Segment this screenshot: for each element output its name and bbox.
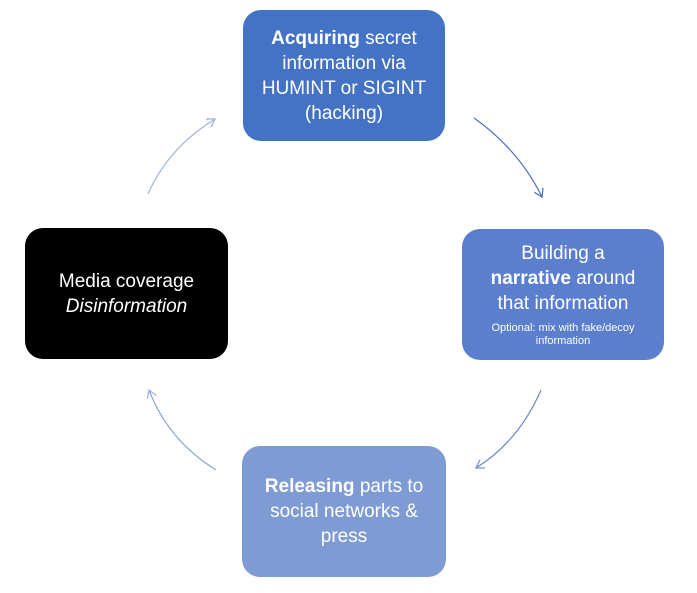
- releasing-rest: parts to: [354, 476, 424, 497]
- arrow-right-to-bottom: [476, 389, 542, 468]
- step-narrative-line2: narrative around: [491, 266, 636, 291]
- note-line2: information: [535, 335, 591, 347]
- arrow-bottom-to-left: [149, 390, 217, 471]
- step-releasing-node: Releasing parts to social networks & pre…: [242, 446, 446, 577]
- step-releasing-line1: Releasing parts to: [265, 474, 423, 499]
- step-media-line2: Disinformation: [66, 294, 187, 319]
- narrative-bold: narrative: [490, 268, 571, 289]
- arrow-top-to-right: [473, 117, 542, 197]
- narrative-rest: around: [570, 268, 636, 289]
- step-acquiring-line2: information via: [282, 52, 406, 74]
- releasing-bold: Releasing: [264, 476, 355, 497]
- step-releasing-line3: press: [320, 526, 368, 547]
- step-narrative-node: Building a narrative around that informa…: [462, 229, 664, 360]
- step-media-line1: Media coverage: [58, 270, 195, 292]
- step-acquiring-line4: (hacking): [304, 102, 384, 124]
- step-narrative-line3: that information: [497, 293, 629, 314]
- acquiring-bold: Acquiring: [271, 27, 360, 49]
- step-acquiring-line1: Acquiring secret: [271, 26, 417, 51]
- disinformation-italic: Disinformation: [65, 295, 188, 317]
- step-narrative-line1: Building a: [521, 243, 605, 264]
- arrow-left-to-top: [147, 119, 215, 195]
- step-narrative-note: Optional: mix with fake/decoy informatio…: [491, 322, 634, 348]
- step-media-node: Media coverage Disinformation: [25, 228, 228, 359]
- step-acquiring-node: Acquiring secret information via HUMINT …: [243, 10, 445, 141]
- step-releasing-line2: social networks &: [270, 501, 418, 522]
- acquiring-rest: secret: [359, 27, 417, 49]
- note-line1: Optional: mix with fake/decoy: [491, 322, 635, 334]
- step-acquiring-line3: HUMINT or SIGINT: [261, 77, 427, 99]
